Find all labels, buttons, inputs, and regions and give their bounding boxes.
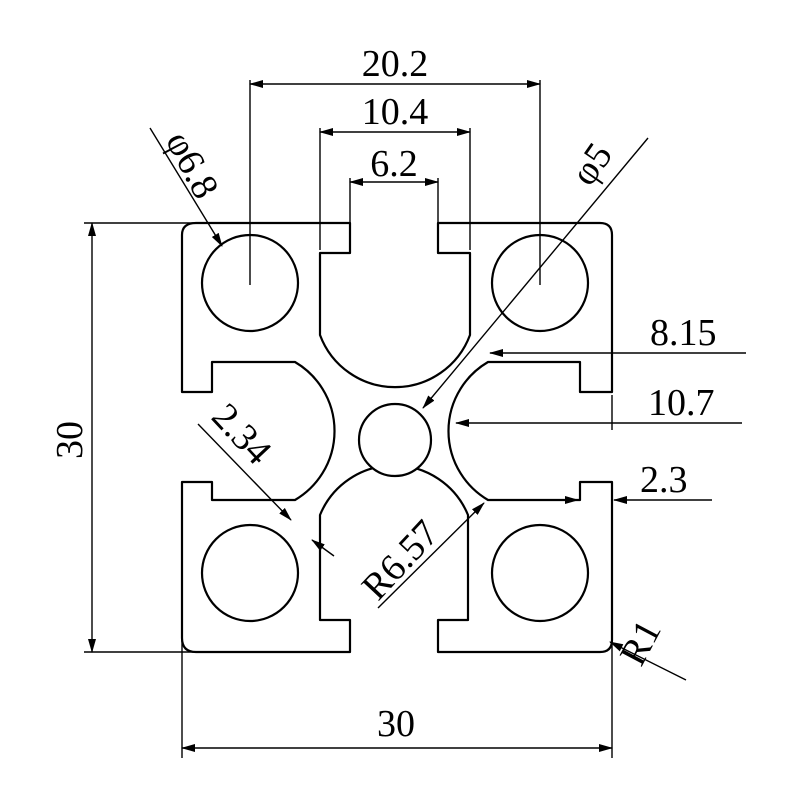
- dim-height-label: 30: [49, 421, 91, 459]
- dim-6-2-label: 6.2: [370, 143, 418, 185]
- corner-hole-bottom-left: [200, 523, 300, 623]
- dim-r1: R1: [609, 613, 687, 681]
- dim-r6-57-label: R6.57: [354, 512, 447, 608]
- dim-height: 30: [49, 222, 196, 653]
- dim-width-label: 30: [377, 703, 415, 745]
- center-hole: [357, 402, 433, 478]
- dim-r1-label: R1: [612, 613, 670, 672]
- dim-2-34-label: 2.34: [203, 395, 279, 472]
- dim-phi-5-label: φ5: [563, 136, 621, 194]
- dim-10-7-label: 10.7: [648, 382, 715, 424]
- corner-hole-bottom-right: [490, 523, 590, 623]
- dim-10-4-label: 10.4: [362, 91, 429, 133]
- dim-2-3-label: 2.3: [640, 459, 688, 501]
- dim-6-2: 6.2: [349, 143, 439, 223]
- dim-2-3: 2.3: [548, 459, 712, 504]
- dim-r6-57: R6.57: [354, 502, 485, 609]
- dim-10-7: 10.7: [455, 382, 742, 430]
- dim-phi-6-8-label: φ6.8: [157, 125, 227, 206]
- dim-10-4: 10.4: [319, 91, 471, 250]
- dim-20-2-label: 20.2: [362, 43, 429, 85]
- dim-8-15-label: 8.15: [650, 312, 717, 354]
- dim-width: 30: [181, 640, 613, 758]
- dim-20-2: 20.2: [249, 43, 541, 285]
- dim-8-15: 8.15: [489, 312, 746, 392]
